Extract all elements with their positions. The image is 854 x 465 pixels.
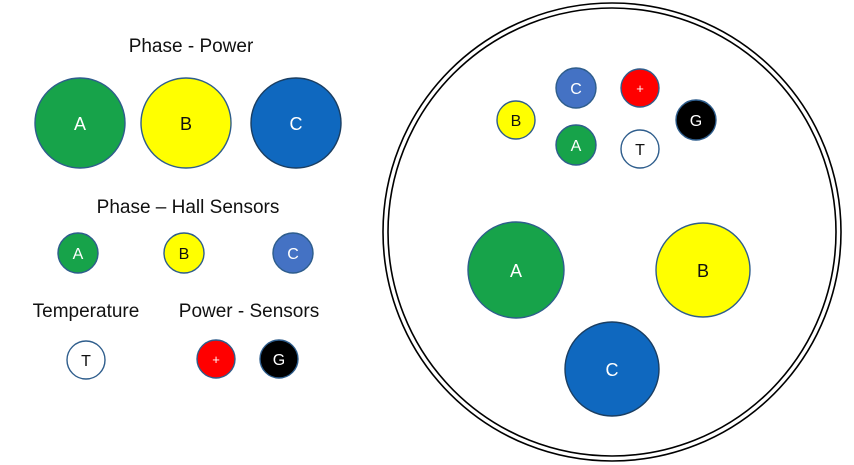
pin-power-b-circle [655,222,751,318]
connector-pin-hall-c: C [555,67,597,109]
power-plus-circle [196,339,236,379]
pin-hall-a-label: A [571,138,582,155]
connector-pin-ground: G [675,99,717,141]
connector-pin-hall-b: B [496,100,536,140]
power-phase-a-circle [34,77,126,169]
connector-pin-plus: + [620,68,660,108]
pin-power-c-circle [564,321,660,417]
power-phase-b-label: B [180,114,192,134]
pin-power-a-label: A [510,261,522,281]
legend-power-ground: G [259,339,299,379]
connector: C + B G A T A B [382,2,842,462]
pin-hall-b-circle [496,100,536,140]
pin-hall-c-circle [555,67,597,109]
pin-ground-label: G [690,113,702,130]
temperature-label: T [81,353,91,370]
connector-pin-power-a: A [467,221,565,319]
pin-hall-b-label: B [511,113,522,130]
hall-phase-b-circle [163,232,205,274]
hall-phase-a-label: A [73,246,84,263]
power-plus-label: + [212,352,220,367]
power-ground-circle [259,339,299,379]
legend-power-phase-b: B [140,77,232,169]
connector-pin-power-c: C [564,321,660,417]
temperature-circle [66,340,106,380]
connector-pin-hall-a: A [555,124,597,166]
power-sensors-heading: Power - Sensors [179,301,319,322]
legend-power-plus: + [196,339,236,379]
pin-power-a-circle [467,221,565,319]
legend-power-phase-a: A [34,77,126,169]
power-phase-c-label: C [290,114,303,134]
phase-hall-heading: Phase – Hall Sensors [97,197,280,218]
temperature-heading: Temperature [33,301,140,322]
power-phase-a-label: A [74,114,86,134]
legend-hall-phase-b: B [163,232,205,274]
pin-hall-c-label: C [570,81,582,98]
connector-pin-temperature: T [620,129,660,169]
hall-phase-c-label: C [287,246,299,263]
pin-power-b-label: B [697,261,709,281]
pin-temperature-label: T [635,142,645,159]
phase-power-heading: Phase - Power [129,36,254,57]
pin-plus-label: + [636,81,644,96]
legend-hall-phase-c: C [272,232,314,274]
legend-power-phase-c: C [250,77,342,169]
legend-hall-phase-a: A [57,232,99,274]
hall-phase-b-label: B [179,246,190,263]
power-phase-b-circle [140,77,232,169]
power-phase-c-circle [250,77,342,169]
pin-power-c-label: C [606,360,619,380]
power-ground-label: G [273,352,285,369]
pin-hall-a-circle [555,124,597,166]
hall-phase-a-circle [57,232,99,274]
pin-temperature-circle [620,129,660,169]
connector-inner-ring [387,7,837,457]
hall-phase-c-circle [272,232,314,274]
pin-plus-circle [620,68,660,108]
legend-temperature: T [66,340,106,380]
connector-pin-power-b: B [655,222,751,318]
pin-ground-circle [675,99,717,141]
